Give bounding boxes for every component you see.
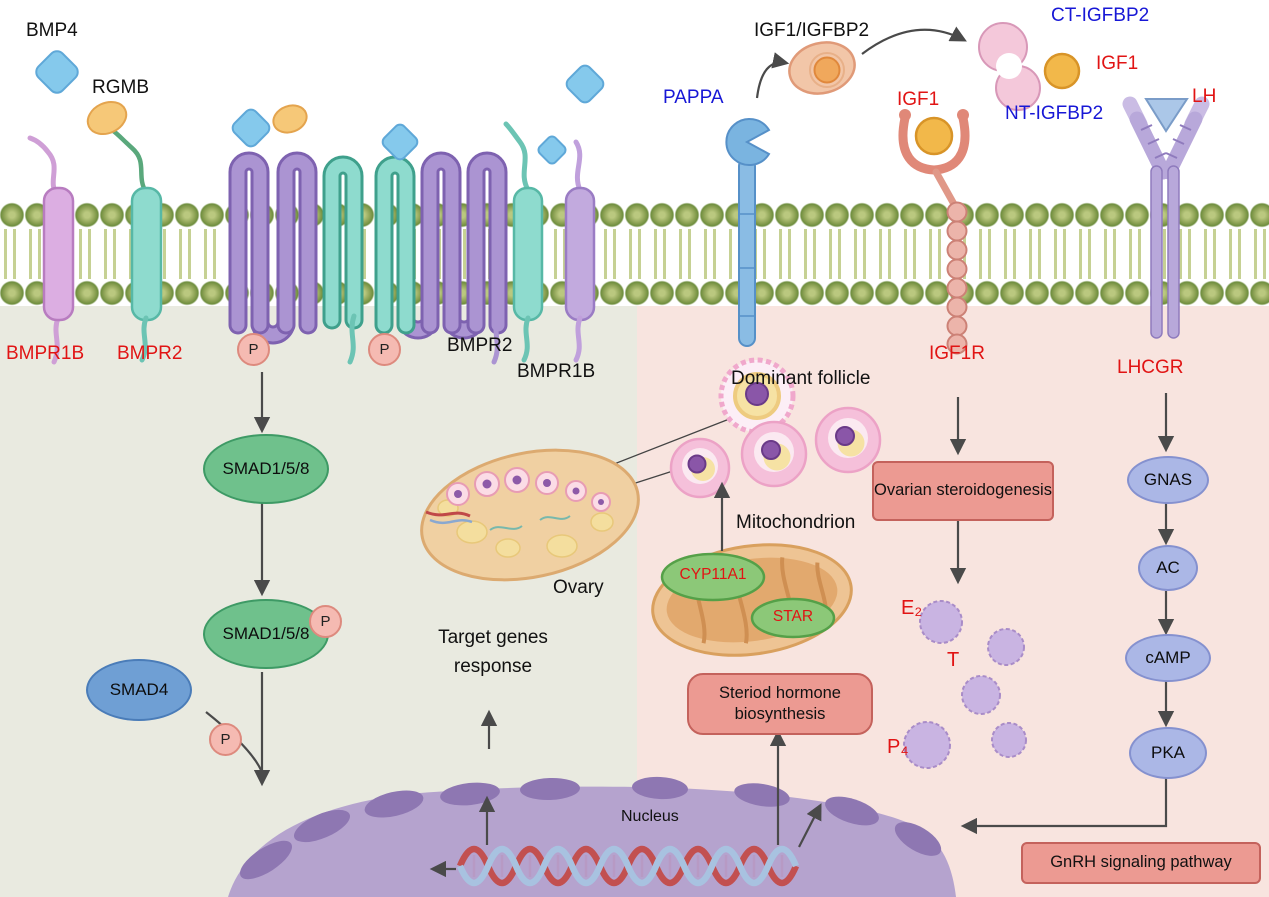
bmp4-ligand-complex2 (381, 123, 419, 161)
bmp4-label: BMP4 (26, 20, 78, 41)
dna-helix (456, 845, 800, 887)
pappa-label: PAPPA (663, 87, 724, 108)
phosphate-complex2: P (368, 333, 401, 366)
ovary-illustration (420, 448, 640, 582)
rgmb-label: RGMB (92, 77, 149, 98)
bmpr2-receptor-center (503, 121, 544, 363)
bmp4-ligand-bound (537, 135, 567, 165)
testosterone-label: T (947, 649, 960, 671)
igf1r-label: IGF1R (929, 343, 985, 364)
bmpr1b-left-label: BMPR1B (6, 343, 85, 364)
pka-node: PKA (1129, 727, 1207, 779)
estradiol-label: E₂ (901, 597, 923, 619)
rgmb-protein (86, 100, 149, 195)
bmp4-ligand-complex1 (231, 108, 271, 148)
arrow-pappa-to-complex (755, 52, 790, 99)
dominant-follicle-label: Dominant follicle (731, 368, 871, 389)
ct-igfbp2-label: CT-IGFBP2 (1051, 5, 1150, 26)
gnrh-pathway-box: GnRH signaling pathway (1021, 842, 1261, 884)
bmpr2-receptor-left (130, 186, 163, 363)
igf1-ball-bound (914, 116, 954, 156)
igf1-free-label: IGF1 (1096, 53, 1139, 74)
progesterone-label: P₄ (887, 736, 909, 758)
lhcgr-receptor (1122, 96, 1210, 339)
arrow-pka-to-nucleus (960, 775, 1168, 835)
gnas-node: GNAS (1127, 456, 1209, 504)
smad158-node-2: SMAD1/5/8 (203, 599, 329, 669)
nucleus-shape (228, 776, 956, 897)
bmp-receptor-complex-2 (374, 123, 508, 365)
cleaved-igfbp2-complex (978, 22, 1081, 111)
nt-igfbp2-label: NT-IGFBP2 (1005, 103, 1104, 124)
lh-label: LH (1192, 86, 1217, 107)
arrow-complex-to-cleaved (861, 26, 967, 55)
pappa-protease (725, 118, 771, 347)
bmp4-ligand (35, 50, 79, 94)
bmpr2-center-label: BMPR2 (447, 335, 513, 356)
phosphate-smad4: P (209, 723, 242, 756)
ac-node: AC (1138, 545, 1198, 591)
lhcgr-label: LHCGR (1117, 357, 1184, 378)
mitochondrion-illustration (651, 543, 853, 657)
ovary-label: Ovary (553, 577, 604, 598)
phosphate-smad: P (309, 605, 342, 638)
bmpr1b-receptor-center (564, 139, 596, 363)
igf1-bound-label: IGF1 (897, 89, 940, 110)
cyp11a1-shape (660, 552, 766, 602)
bmpr1b-center-label: BMPR1B (517, 361, 596, 382)
mitochondrion-label: Mitochondrion (736, 512, 856, 533)
steroid-hormone-box: Steriod hormone biosynthesis (687, 673, 873, 735)
dominant-follicle-cells (669, 357, 882, 499)
bmpr2-left-label: BMPR2 (117, 343, 183, 364)
ovarian-steroidogenesis-box: Ovarian steroidogenesis (872, 461, 1054, 521)
smad4-node: SMAD4 (86, 659, 192, 721)
igf1-ball-free (1043, 52, 1081, 90)
ovary-follicles (446, 467, 611, 512)
membrane-outer-leaflet (0, 199, 1269, 231)
star-label: STAR (772, 608, 814, 625)
smad158-node-1: SMAD1/5/8 (203, 434, 329, 504)
igf1-igfbp2-label: IGF1/IGFBP2 (754, 20, 870, 41)
target-genes-label: Target genes response (438, 627, 548, 678)
camp-node: cAMP (1125, 634, 1211, 682)
igf1-receptor (898, 109, 970, 355)
bmp4-ligand-floating (565, 64, 605, 104)
nucleus-label: Nucleus (621, 808, 679, 825)
arrow-dna-diagonal (798, 803, 822, 848)
igf1-igfbp2-complex (788, 41, 856, 95)
bmpr1b-receptor-left (27, 135, 75, 365)
steroid-hormone-blobs (903, 600, 1027, 769)
membrane-lipid-tails (0, 229, 1269, 279)
phosphate-complex1: P (237, 333, 270, 366)
curve-smad4-join (205, 711, 262, 771)
cyp11a1-label: CYP11A1 (679, 566, 747, 583)
pathway-arrows (205, 26, 1175, 878)
lh-ligand (1144, 98, 1189, 133)
membrane-inner-leaflet (0, 277, 1269, 309)
star-shape (750, 597, 836, 639)
bmp-receptor-complex-1 (228, 104, 364, 365)
rgmb-ligand-complex1 (272, 104, 308, 134)
